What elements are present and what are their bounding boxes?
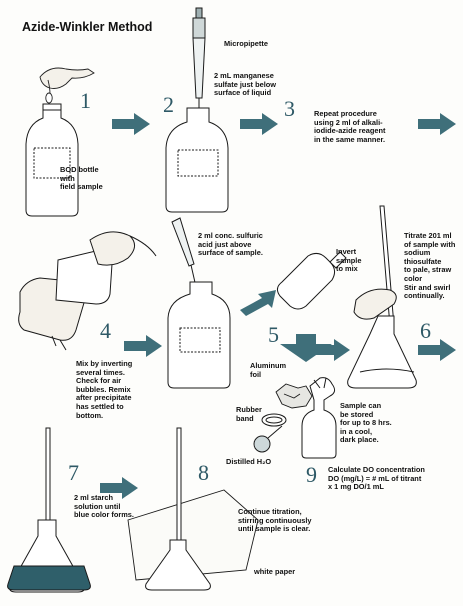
step-2-caption: 2 mL manganese sulfate just below surfac… xyxy=(214,72,276,98)
arrow-1-to-2 xyxy=(112,113,150,135)
white-paper-label: white paper xyxy=(254,568,295,577)
bod-bottle-2 xyxy=(166,108,228,212)
step-7-caption: 2 ml starch solution until blue color fo… xyxy=(74,494,134,520)
step-1-number: 1 xyxy=(80,88,91,114)
step-5-caption: 2 ml conc. sulfuric acid just above surf… xyxy=(198,232,263,258)
foil-label: Aluminum foil xyxy=(250,362,286,379)
step-4-number: 4 xyxy=(100,318,111,344)
burette-8 xyxy=(177,428,181,544)
sample-drop-icon xyxy=(46,93,52,103)
storage-note: Sample can be stored for up to 8 hrs. in… xyxy=(340,402,392,445)
step-5-number: 5 xyxy=(268,322,279,348)
aluminum-foil-icon xyxy=(276,384,312,408)
bod-bottle-1 xyxy=(26,104,78,216)
page-title: Azide-Winkler Method xyxy=(22,20,152,34)
step-6-number: 6 xyxy=(420,318,431,344)
band-label: Rubber band xyxy=(236,406,262,423)
flask-7 xyxy=(8,520,91,592)
step-1-caption: BOD bottle with field sample xyxy=(60,166,103,192)
flask-6 xyxy=(348,316,417,388)
step-3-number: 3 xyxy=(284,96,295,122)
arrow-to-invert xyxy=(240,290,276,316)
hands-inverting-bottle-icon xyxy=(19,232,156,350)
invert-label: Invert sample to mix xyxy=(336,248,361,274)
step-3-caption: Repeat procedure using 2 ml of alkali- i… xyxy=(314,110,385,144)
step-9-number: 9 xyxy=(306,462,317,488)
arrow-5-to-6 xyxy=(312,339,350,361)
bulb-icon xyxy=(254,426,282,452)
step-4-caption: Mix by inverting several times. Check fo… xyxy=(76,360,132,420)
step-9-caption: Calculate DO concentration DO (mg/L) = #… xyxy=(328,466,425,492)
rubber-band-icon xyxy=(262,414,286,426)
arrow-4-to-5 xyxy=(124,335,162,357)
step-8-number: 8 xyxy=(198,460,209,486)
step-6-caption: Titrate 201 ml of sample with sodium thi… xyxy=(404,232,463,301)
micropipette-label: Micropipette xyxy=(224,40,268,49)
arrow-2-to-3 xyxy=(240,113,278,135)
step-8-caption: Continue titration, stirring continuousl… xyxy=(238,508,312,534)
distilled-water-label: Distilled H₂O xyxy=(226,458,271,467)
step-2-number: 2 xyxy=(163,92,174,118)
bod-bottle-5 xyxy=(168,282,230,388)
step-7-number: 7 xyxy=(68,460,79,486)
arrow-3-to-next xyxy=(418,113,456,135)
